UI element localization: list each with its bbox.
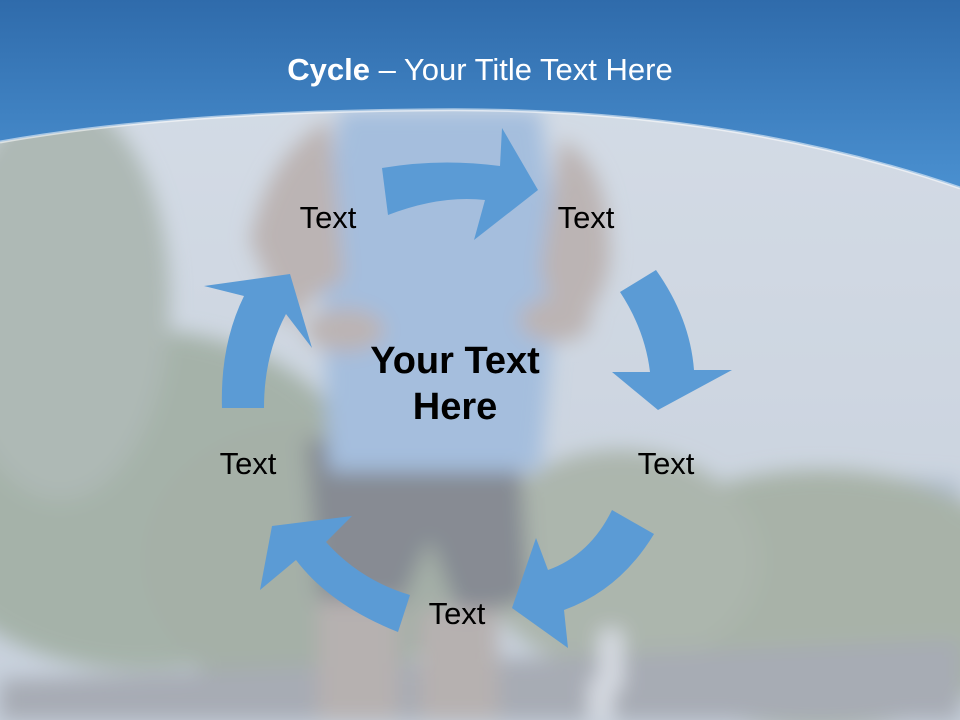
cycle-arrow-right <box>612 270 732 410</box>
cycle-arrow-bottom-left <box>260 516 410 632</box>
cycle-arrow-bottom-right <box>512 510 654 648</box>
center-text-line-1: Your Text <box>370 340 540 382</box>
cycle-label-4: Text <box>428 596 486 631</box>
title-bold: Cycle <box>287 52 370 87</box>
cycle-label-3: Text <box>637 446 695 481</box>
cycle-arrow-top <box>382 128 538 240</box>
cycle-label-2: Text <box>557 200 615 235</box>
cycle-arrow-left <box>204 274 312 408</box>
center-text: Your Text Here <box>330 338 580 430</box>
center-text-line-2: Here <box>412 386 498 428</box>
title-rest: – Your Title Text Here <box>370 52 673 87</box>
slide-title: Cycle – Your Title Text Here <box>0 52 960 88</box>
header-band <box>0 0 960 190</box>
cycle-label-1: Text <box>299 200 357 235</box>
cycle-label-5: Text <box>219 446 277 481</box>
